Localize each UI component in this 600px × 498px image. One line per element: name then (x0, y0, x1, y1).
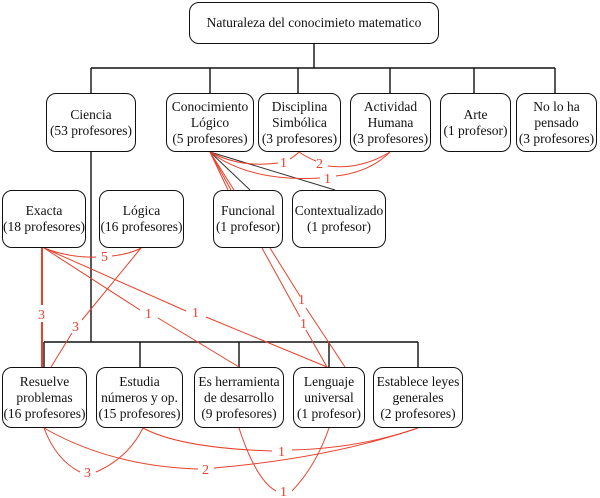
node-label: Ciencia (70, 106, 112, 122)
node-resuelve-problemas: Resuelve problemas (16 profesores) (2, 367, 87, 428)
weight-label: 5 (101, 250, 108, 265)
node-count: (1 profesor) (215, 219, 281, 234)
node-count: (1 profesor) (306, 219, 372, 234)
node-label: de desarrollo (203, 389, 275, 405)
node-arte: Arte (1 profesor) (440, 93, 511, 152)
node-exacta: Exacta (18 profesores) (2, 190, 86, 248)
node-count: (5 profesores) (172, 130, 248, 146)
node-count: (18 profesores) (2, 219, 86, 234)
weight-label: 3 (38, 308, 45, 323)
relation-estudia-establece (142, 427, 419, 452)
relation-lines (41, 151, 419, 492)
node-logica: Lógica (16 profesores) (99, 190, 184, 248)
relation-disciplina-actividad (298, 151, 391, 168)
node-label: Simbólica (272, 114, 327, 130)
node-root: Naturaleza del conocimieto matematico (189, 2, 439, 44)
relation-resuelve-estudia (43, 427, 144, 473)
node-conocimiento-logico: Conocimiento Lógico (5 profesores) (166, 93, 254, 152)
node-label: Disciplina (271, 98, 328, 114)
relation-conocimiento-actividad (209, 151, 391, 179)
node-label: Lógica (122, 203, 161, 218)
node-count: (9 profesores) (201, 405, 277, 421)
node-label: Humana (367, 114, 414, 130)
node-count: (3 profesores) (352, 130, 429, 146)
weight-label: 3 (72, 320, 79, 335)
node-es-herramienta: Es herramienta de desarrollo (9 profesor… (194, 367, 284, 428)
relation-exacta-logica (43, 247, 142, 258)
node-label: Funcional (221, 203, 275, 218)
node-label: Exacta (25, 203, 63, 218)
node-ciencia: Ciencia (53 profesores) (46, 93, 136, 152)
node-label: Actividad (363, 98, 418, 114)
relation-weights: 1 2 1 5 3 3 1 1 1 1 3 2 1 1 (38, 156, 331, 498)
relation-funcional-lenguaje-1 (261, 247, 328, 368)
node-count: (15 profesores) (98, 405, 181, 421)
relation-conocimiento-fan-3 (209, 151, 235, 191)
conocimiento-funcional-line (209, 151, 251, 191)
node-label: Contextualizado (294, 203, 384, 218)
weight-label: 2 (202, 463, 209, 478)
node-label: Conocimiento (171, 98, 249, 114)
secondary-lines (209, 151, 336, 191)
node-lenguaje-universal: Lenguaje universal (1 profesor) (293, 367, 365, 428)
node-no-lo-ha-pensado: No lo ha pensado (3 profesores) (516, 93, 597, 152)
weight-label: 1 (298, 293, 305, 308)
node-label: Resuelve (19, 373, 70, 389)
node-estudia-numeros: Estudia números y op. (15 profesores) (96, 367, 183, 428)
weight-label: 1 (300, 317, 307, 332)
node-actividad-humana: Actividad Humana (3 profesores) (350, 93, 431, 152)
relation-logica-resuelve (50, 247, 142, 368)
node-disciplina-simbolica: Disciplina Simbólica (3 profesores) (258, 93, 341, 152)
node-label: pensado (534, 114, 579, 130)
node-count: (53 profesores) (49, 122, 133, 138)
weight-label: 1 (192, 306, 199, 321)
node-count: (3 profesores) (261, 130, 338, 146)
root-tree-connector (90, 44, 556, 93)
node-label: Naturaleza del conocimieto matematico (206, 15, 422, 30)
node-label: universal (304, 389, 354, 405)
hierarchy-lines (43, 44, 556, 367)
relation-exacta-lenguaje (43, 247, 328, 368)
node-label: Arte (463, 106, 488, 122)
weight-label: 1 (280, 485, 287, 498)
node-contextualizado: Contextualizado (1 profesor) (292, 190, 386, 248)
relation-herramienta-lenguaje (238, 427, 330, 492)
node-count: (2 profesores) (380, 405, 456, 421)
weight-label: 1 (145, 307, 152, 322)
node-count: (3 profesores) (518, 130, 595, 146)
node-funcional: Funcional (1 profesor) (213, 190, 283, 248)
node-label: generales (392, 389, 444, 405)
conocimiento-contextualizado-line (209, 151, 336, 191)
relation-exacta-herramienta (43, 247, 240, 368)
node-count: (16 profesores) (100, 219, 183, 234)
node-label: Es herramienta (198, 373, 280, 389)
node-label: Lógico (190, 114, 230, 130)
node-label: Establece leyes (376, 373, 460, 389)
node-count: (16 profesores) (3, 405, 86, 421)
node-label: No lo ha (533, 98, 580, 114)
weight-label: 1 (280, 156, 287, 171)
node-establece-leyes: Establece leyes generales (2 profesores) (373, 367, 463, 428)
relation-funcional-lenguaje-2 (269, 247, 346, 368)
node-label: Lenguaje (303, 373, 355, 389)
node-count: (1 profesor) (296, 405, 362, 421)
weight-label: 2 (316, 157, 323, 172)
weight-label: 1 (324, 172, 331, 187)
ciencia-tree-connector (43, 152, 419, 367)
node-label: Estudia (119, 373, 160, 389)
relation-conocimiento-disciplina (209, 151, 300, 165)
node-count: (1 profesor) (443, 122, 508, 138)
weight-label: 3 (84, 466, 91, 481)
node-label: números y op. (101, 389, 178, 405)
node-label: problemas (16, 389, 73, 405)
weight-label: 1 (278, 445, 285, 460)
